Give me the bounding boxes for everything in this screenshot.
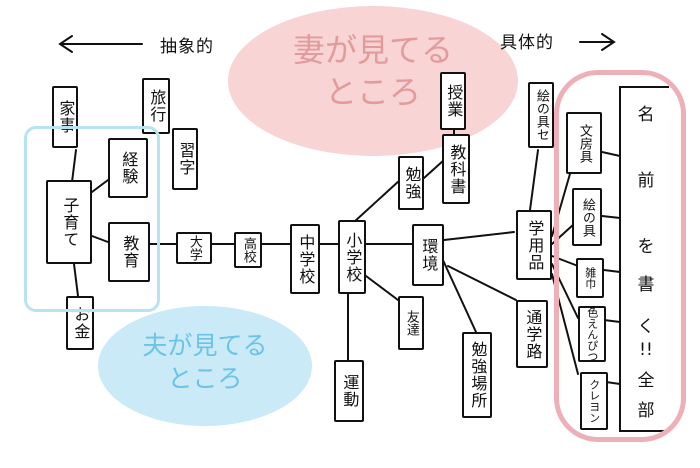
name-char-5: く xyxy=(637,317,655,337)
name-char-7: 全 xyxy=(637,371,655,391)
husband-bubble-label: 夫が見てる ところ xyxy=(142,331,268,393)
name-char-3: を xyxy=(637,237,655,257)
husband-highlight-box xyxy=(24,126,160,312)
right-arrow-icon: ⟶ xyxy=(588,26,618,50)
node-daigaku: 大学 xyxy=(176,232,212,264)
node-kankyou: 環境 xyxy=(412,224,444,286)
node-shuuji: 習字 xyxy=(172,128,198,190)
node-zoukin: 雑巾 xyxy=(576,258,604,298)
node-keiken: 経験 xyxy=(108,138,148,198)
wife-bubble xyxy=(228,6,518,156)
node-koukou: 高校 xyxy=(234,232,262,268)
node-bunbougu: 文房具 xyxy=(566,112,602,174)
node-kaji: 家事 xyxy=(52,86,78,148)
node-ryokou: 旅行 xyxy=(142,78,170,134)
node-benkyou: 勉強 xyxy=(398,156,424,210)
wife-bubble-label: 妻が見てる ところ xyxy=(292,31,453,111)
node-okane: お金 xyxy=(66,296,94,350)
concrete-label: 具体的 xyxy=(500,33,554,53)
left-arrow-icon: ⟵ xyxy=(56,30,86,54)
name-char-6: !! xyxy=(639,340,653,360)
node-enogu-set: 絵の具セ xyxy=(528,82,554,148)
name-char-4: 書 xyxy=(637,275,655,295)
node-gakuyouhin: 学用品 xyxy=(516,210,552,280)
node-kosodate: 子育て xyxy=(46,180,92,264)
node-kyoukasho: 教科書 xyxy=(442,134,470,204)
husband-bubble xyxy=(98,306,312,426)
node-kyouiku: 教育 xyxy=(108,222,150,282)
node-benkyou-basho: 勉強場所 xyxy=(462,332,492,418)
wife-highlight-box xyxy=(554,70,686,442)
node-tomodachi: 友達 xyxy=(398,296,424,350)
node-chuugakkou: 中学校 xyxy=(290,224,320,294)
node-enogu: 絵の具 xyxy=(572,188,602,246)
node-undou: 運動 xyxy=(334,360,364,422)
name-char-2: 前 xyxy=(637,171,655,191)
node-shougakkou: 小学校 xyxy=(338,220,366,294)
node-tsuugakuro: 通学路 xyxy=(516,300,548,368)
node-iroenpitsu: 色えんぴつ xyxy=(578,306,606,362)
abstract-label: 抽象的 xyxy=(160,37,214,57)
node-jugyou: 授業 xyxy=(440,72,466,130)
